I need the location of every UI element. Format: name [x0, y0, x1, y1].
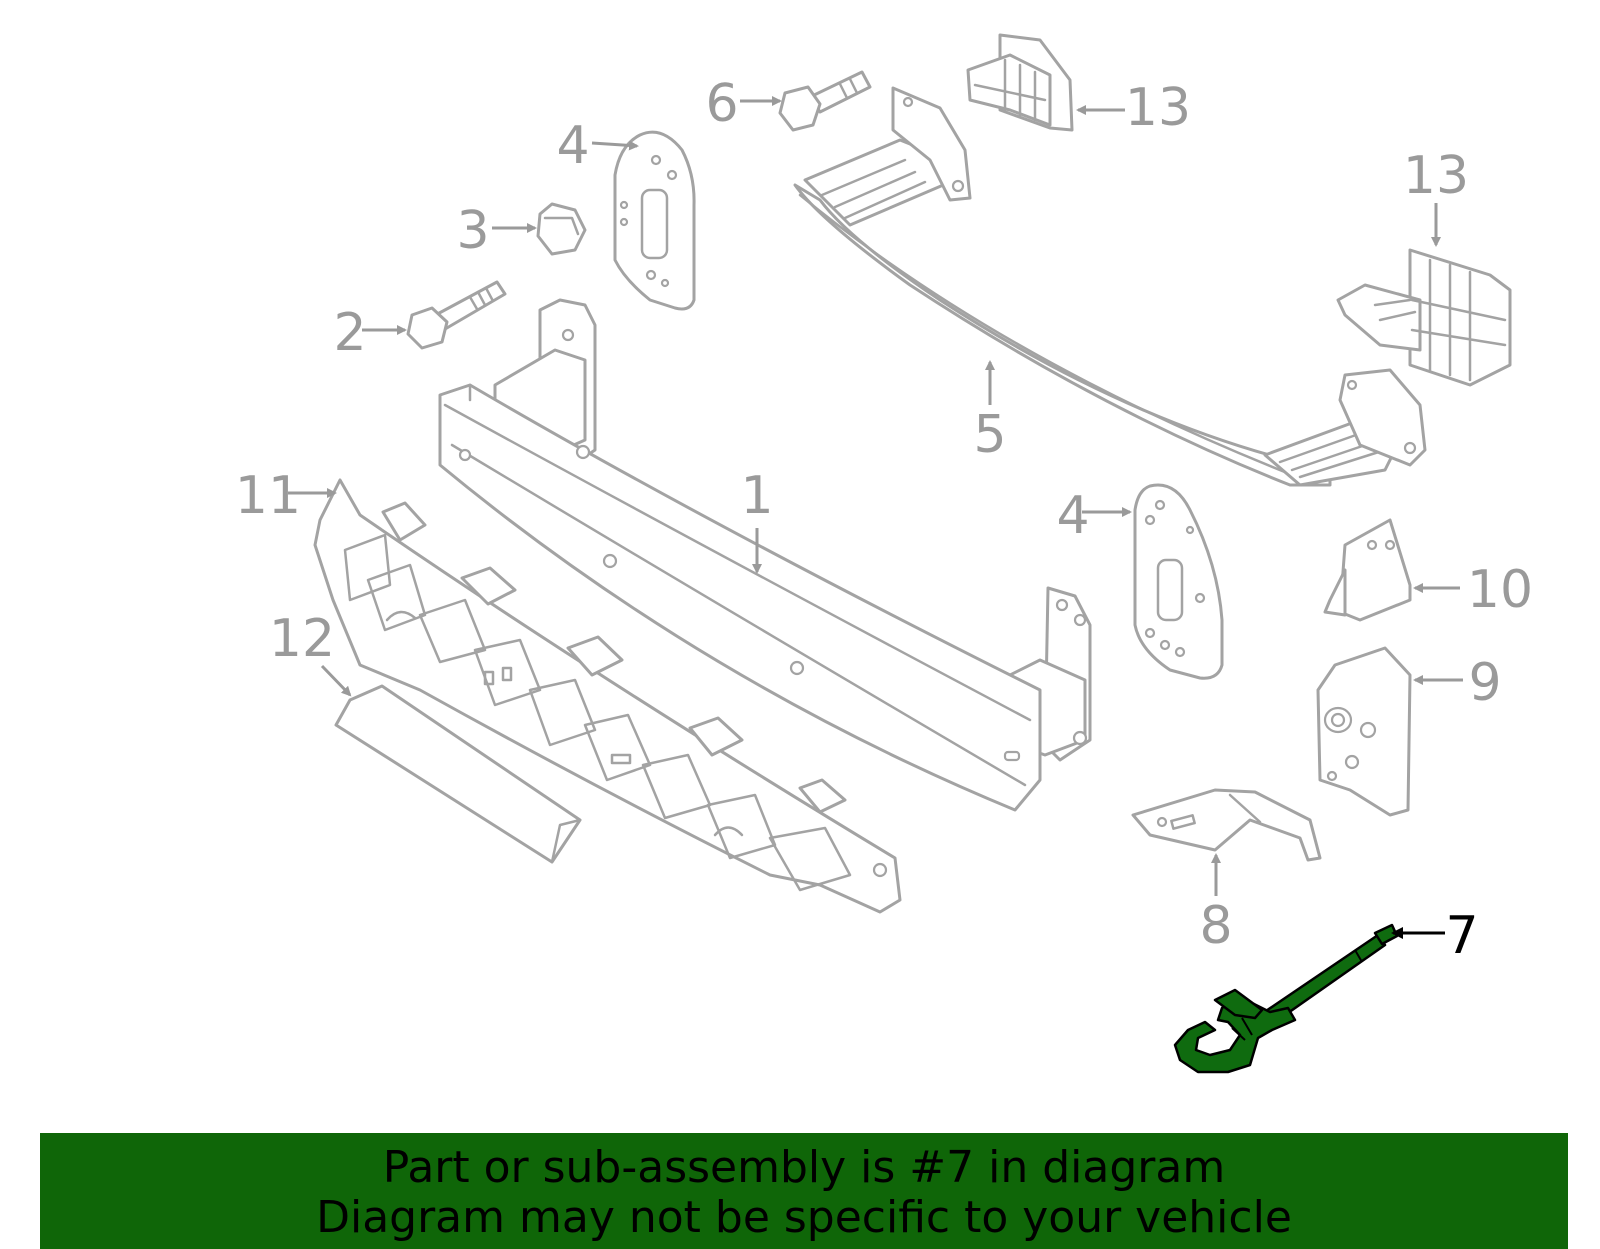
part-9-bracket [1316, 646, 1412, 817]
callout-8: 8 [1199, 896, 1232, 956]
callout-10: 10 [1467, 560, 1533, 620]
callout-12: 12 [269, 609, 335, 669]
part-4-plate-lower [1133, 483, 1224, 680]
part-4-plate-upper [613, 130, 696, 311]
part-13-bracket-right [1336, 248, 1512, 387]
callout-2: 2 [333, 303, 366, 363]
part-13-bracket-upper [966, 33, 1074, 132]
callout-1: 1 [740, 466, 773, 526]
part-5-reinforcement [793, 86, 1427, 487]
banner-line-1: Part or sub-assembly is #7 in diagram [382, 1142, 1226, 1193]
part-6-bolt [778, 70, 872, 132]
callout-13-upper: 13 [1125, 78, 1191, 138]
callout-6: 6 [705, 74, 738, 134]
callout-9: 9 [1468, 653, 1501, 713]
callout-13-right: 13 [1403, 146, 1469, 206]
part-11-absorber [313, 478, 902, 914]
part-12-pad [334, 684, 582, 864]
part-1-bumper-beam [438, 298, 1092, 812]
part-2-bolt [406, 280, 507, 350]
callout-5: 5 [973, 405, 1006, 465]
callout-4-lower: 4 [1056, 486, 1089, 546]
callout-7: 7 [1445, 906, 1478, 966]
part-8-bracket [1131, 788, 1322, 862]
callout-3: 3 [456, 201, 489, 261]
part-3-nut [536, 202, 587, 256]
part-10-bracket [1323, 518, 1412, 622]
part-7-tow-hook [1173, 923, 1399, 1074]
info-banner: Part or sub-assembly is #7 in diagram Di… [40, 1133, 1568, 1249]
banner-line-2: Diagram may not be specific to your vehi… [316, 1192, 1292, 1243]
leader-lines [288, 96, 1463, 939]
callout-11: 11 [235, 466, 301, 526]
callout-4-upper: 4 [556, 116, 589, 176]
